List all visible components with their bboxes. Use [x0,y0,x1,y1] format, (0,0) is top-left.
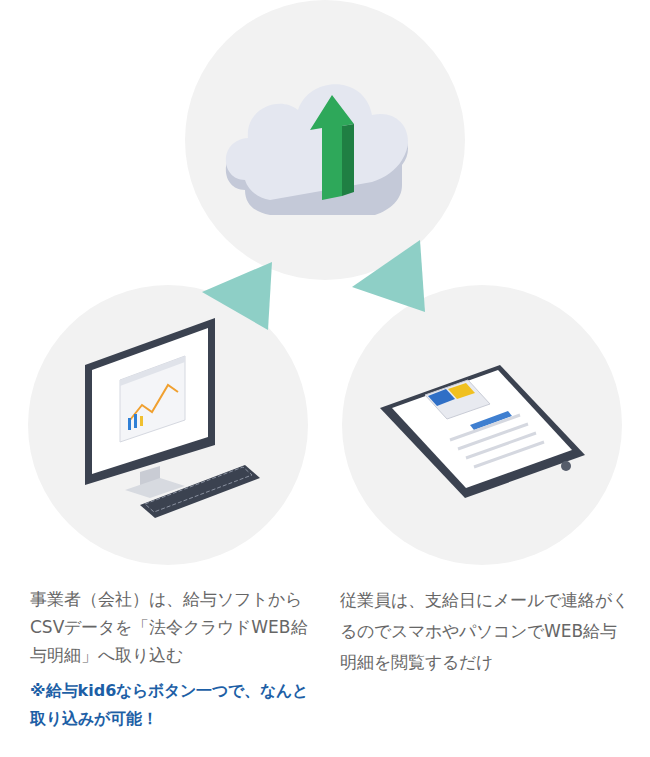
highlight-note: ※給与kid6ならボタン一つで、なんと取り込みが可能！ [30,677,322,733]
phone-icon [380,365,585,498]
cloud-icon [226,84,408,215]
caption-node: 従業員は、支給日にメールで連絡がくるのでスマホやパソコンでWEB給与明細を閲覧す… [340,585,632,678]
caption-text: 事業者（会社）は、給与ソフトからCSVデータを「法令クラウドWEB給与明細」へ取… [30,585,322,669]
desktop-icon [85,318,260,518]
flow-triangle [352,240,425,312]
caption-node: 事業者（会社）は、給与ソフトからCSVデータを「法令クラウドWEB給与明細」へ取… [30,585,322,733]
phone-circle [342,285,622,565]
cloud-circle [185,0,465,280]
caption-text: 従業員は、支給日にメールで連絡がくるのでスマホやパソコンでWEB給与明細を閲覧す… [340,585,632,678]
